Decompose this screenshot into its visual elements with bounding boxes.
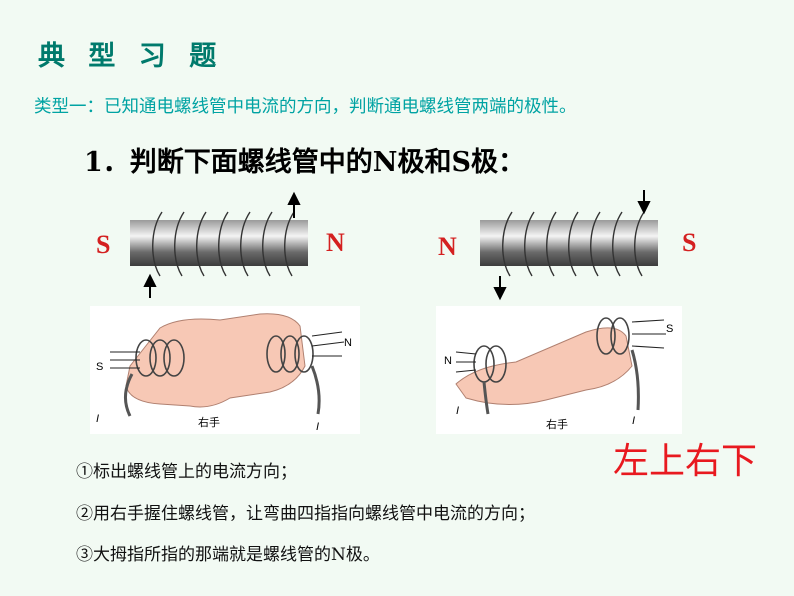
coil-windings	[502, 211, 645, 277]
solenoid-left-figure	[130, 191, 308, 298]
answer-text: 左上右下	[613, 441, 758, 482]
right-hand-rule-figure-left: S N I I 右手	[90, 306, 360, 434]
wire-left	[482, 381, 490, 415]
current-label-right: I	[632, 415, 635, 427]
right-hand-rule-figure-right: N S I I 右手	[436, 306, 682, 434]
hand-shape	[125, 313, 306, 408]
wire-right	[310, 365, 321, 415]
hand-caption: 右手	[198, 415, 220, 429]
field-label-s: S	[666, 323, 673, 335]
field-lines	[110, 331, 345, 369]
current-arrows	[143, 191, 301, 298]
current-arrows	[493, 190, 651, 301]
left-solenoid-right-pole: N	[326, 228, 345, 257]
current-label-left: I	[456, 405, 459, 417]
section-heading: 典 型 习 题	[38, 41, 224, 72]
step-2: ②用右手握住螺线管，让弯曲四指指向螺线管中电流的方向；	[76, 504, 535, 524]
step-1: ①标出螺线管上的电流方向；	[76, 462, 297, 482]
solenoid-right-figure	[480, 190, 658, 301]
right-solenoid-right-pole: S	[682, 228, 697, 257]
hand-caption: 右手	[546, 417, 568, 431]
problem-type-line: 类型一：已知通电螺线管中电流的方向，判断通电螺线管两端的极性。	[34, 97, 577, 117]
field-label-s: S	[96, 361, 103, 373]
hand-shape	[455, 327, 633, 405]
coil-windings	[152, 211, 295, 277]
current-label-right: I	[316, 421, 319, 433]
left-solenoid-left-pole: S	[96, 230, 111, 259]
current-label-left: I	[96, 413, 99, 425]
question-title: 1．判断下面螺线管中的N极和S极：	[84, 147, 525, 178]
right-solenoid-left-pole: N	[438, 232, 457, 261]
wire-left	[124, 373, 134, 417]
step-3: ③大拇指所指的那端就是螺线管的N极。	[76, 545, 380, 565]
field-label-n: N	[344, 337, 352, 349]
field-lines	[455, 319, 666, 373]
field-label-n: N	[444, 355, 452, 367]
coil-loops	[135, 335, 314, 377]
wire-right	[630, 349, 640, 411]
